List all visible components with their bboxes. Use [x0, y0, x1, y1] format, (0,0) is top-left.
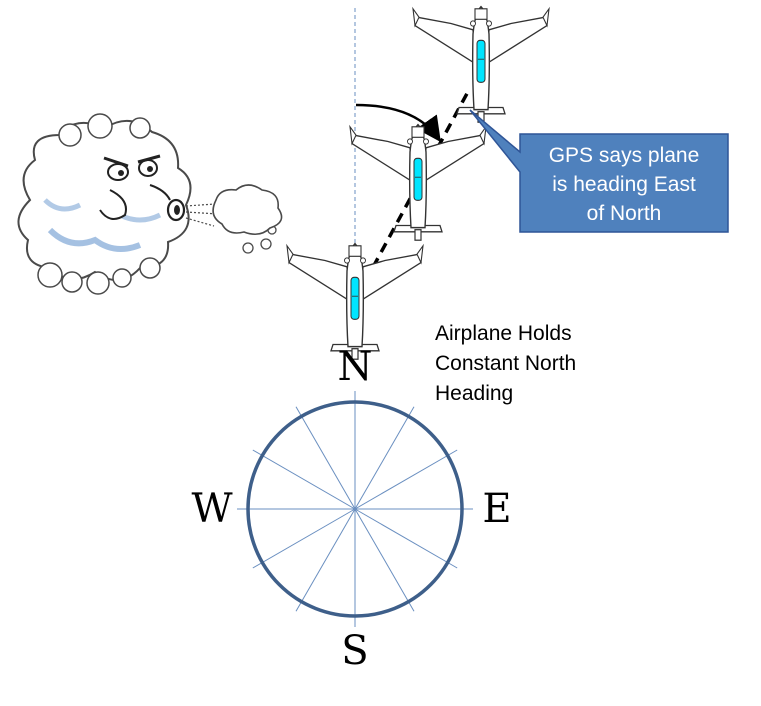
compass-north-label: N	[338, 344, 373, 390]
compass-spoke	[354, 508, 415, 612]
airplane-label: Airplane Holds	[435, 322, 572, 345]
gps-callout: GPS says plane is heading East of North	[469, 109, 729, 233]
compass-east-label: E	[482, 486, 511, 532]
airplane-label-line: Constant North	[435, 352, 576, 375]
svg-text:of North: of North	[587, 202, 662, 225]
compass-west-label: W	[191, 486, 232, 532]
airplane-icon	[349, 123, 487, 241]
callout-line: of North	[587, 202, 662, 225]
airplane-icon	[286, 242, 424, 360]
airplane-label: Heading	[435, 382, 513, 405]
compass-spokes	[237, 391, 473, 627]
callout-line: GPS says plane	[549, 144, 700, 167]
svg-text:is heading East: is heading East	[552, 173, 696, 196]
compass-spoke	[354, 406, 415, 510]
curved-arrow-icon	[355, 103, 441, 143]
svg-text:GPS says plane: GPS says plane	[549, 144, 700, 167]
compass-spoke	[252, 449, 356, 510]
airplane-icon	[412, 5, 550, 123]
compass-spoke	[295, 508, 356, 612]
wind-cloud-face-icon	[17, 113, 283, 295]
compass-spoke	[295, 406, 356, 510]
airplane-label-line: Heading	[435, 382, 513, 405]
compass-spoke	[354, 508, 458, 569]
callout-line: is heading East	[552, 173, 696, 196]
compass-ring	[246, 400, 464, 618]
compass-spoke	[354, 449, 458, 510]
compass-rose: N S E W	[191, 344, 511, 674]
compass-spoke	[252, 508, 356, 569]
airplane-label-line: Airplane Holds	[435, 322, 572, 345]
airplane-label: Constant North	[435, 352, 576, 375]
compass-south-label: S	[341, 628, 368, 674]
